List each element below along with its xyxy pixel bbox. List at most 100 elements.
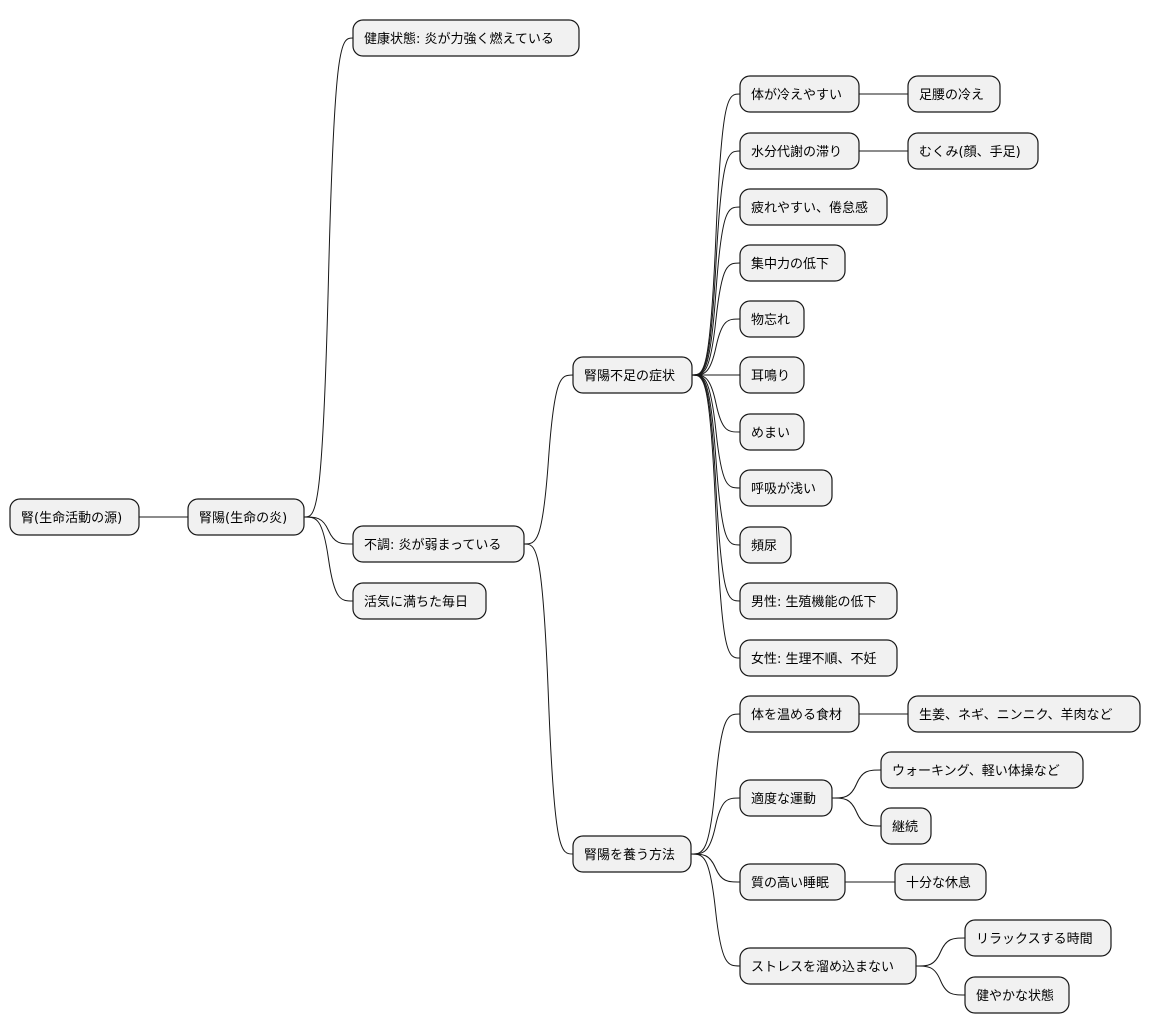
node-box	[9, 498, 140, 536]
node-rest: 十分な休息	[894, 863, 987, 901]
node-disorder: 不調: 炎が弱まっている	[352, 525, 525, 563]
node-box	[739, 695, 860, 733]
node-box	[907, 132, 1039, 170]
connector-line	[831, 769, 882, 799]
connector-layer	[139, 37, 966, 996]
node-lively-days: 活気に満ちた毎日	[352, 582, 487, 620]
node-methods: 腎陽を養う方法	[572, 835, 692, 873]
node-box	[352, 525, 525, 563]
node-label: 頻尿	[751, 539, 777, 554]
node-label: めまい	[751, 426, 790, 441]
node-box	[964, 976, 1070, 1014]
connector-line	[691, 206, 741, 376]
node-label: 集中力の低下	[751, 256, 829, 272]
node-label: 女性: 生理不順、不妊	[751, 651, 877, 667]
node-label: 腎陽(生命の炎)	[199, 510, 287, 526]
connector-line	[523, 374, 574, 545]
connector-line	[691, 93, 741, 376]
connector-line	[691, 318, 741, 376]
node-label: 物忘れ	[751, 313, 790, 328]
node-leg-cold: 足腰の冷え	[907, 75, 1001, 113]
node-label: 質の高い睡眠	[751, 875, 829, 891]
node-box	[187, 498, 305, 536]
connector-line	[691, 374, 741, 602]
node-box	[907, 695, 1141, 733]
node-box	[739, 244, 846, 282]
node-label: 適度な運動	[751, 791, 816, 807]
node-box	[352, 582, 487, 620]
node-label: ウォーキング、軽い体操など	[892, 763, 1060, 779]
node-method-stress: ストレスを溜め込まない	[739, 947, 917, 985]
node-label: リラックスする時間	[976, 932, 1093, 947]
node-box	[572, 356, 693, 394]
connector-line	[691, 150, 741, 376]
node-label: 水分代謝の滞り	[751, 145, 842, 160]
node-symptom-water: 水分代謝の滞り	[739, 132, 860, 170]
connector-line	[690, 853, 741, 967]
node-box	[739, 639, 898, 677]
node-symptom-focus: 集中力の低下	[739, 244, 846, 282]
node-symptom-female: 女性: 生理不順、不妊	[739, 639, 898, 677]
node-box	[739, 863, 846, 901]
node-box	[907, 75, 1001, 113]
node-symptom-breath: 呼吸が浅い	[739, 469, 833, 507]
node-label: 健やかな状態	[976, 988, 1054, 1004]
node-box	[739, 779, 833, 817]
connector-line	[303, 516, 354, 602]
node-box	[739, 75, 860, 113]
connector-line	[691, 262, 741, 376]
node-box	[739, 132, 860, 170]
node-label: 腎(生命活動の源)	[21, 510, 122, 526]
node-symptom-urination: 頻尿	[739, 526, 792, 564]
node-method-exercise: 適度な運動	[739, 779, 833, 817]
node-symptom-male: 男性: 生殖機能の低下	[739, 582, 898, 620]
node-warm-foods: 生姜、ネギ、ニンニク、羊肉など	[907, 695, 1141, 733]
node-healthy-state: 健康状態: 炎が力強く燃えている	[352, 19, 580, 57]
connector-line	[690, 853, 741, 883]
node-label: 足腰の冷え	[919, 88, 984, 103]
node-label: むくみ(顔、手足)	[919, 145, 1021, 160]
node-label: 疲れやすい、倦怠感	[751, 200, 868, 216]
node-label: 体を温める食材	[751, 707, 842, 723]
node-label: 呼吸が浅い	[751, 482, 816, 497]
connector-line	[691, 374, 741, 659]
node-label: 耳鳴り	[751, 369, 790, 384]
node-method-food: 体を温める食材	[739, 695, 860, 733]
node-symptom-dizzy: めまい	[739, 413, 805, 451]
node-symptoms: 腎陽不足の症状	[572, 356, 693, 394]
node-label: 生姜、ネギ、ニンニク、羊肉など	[919, 707, 1112, 723]
node-root: 腎(生命活動の源)	[9, 498, 140, 536]
node-box	[739, 469, 833, 507]
connector-line	[303, 516, 354, 545]
node-label: 活気に満ちた毎日	[364, 594, 468, 610]
node-symptom-cold: 体が冷えやすい	[739, 75, 860, 113]
node-label: 体が冷えやすい	[751, 88, 842, 103]
node-symptom-tinnitus: 耳鳴り	[739, 356, 805, 394]
node-box	[352, 19, 580, 57]
node-box	[739, 188, 888, 226]
node-method-sleep: 質の高い睡眠	[739, 863, 846, 901]
node-symptom-fatigue: 疲れやすい、倦怠感	[739, 188, 888, 226]
node-label: ストレスを溜め込まない	[751, 960, 894, 975]
node-relax-time: リラックスする時間	[964, 919, 1112, 957]
connector-line	[690, 797, 741, 855]
node-label: 男性: 生殖機能の低下	[751, 594, 877, 610]
node-box	[739, 582, 898, 620]
node-continue: 継続	[880, 807, 932, 845]
node-label: 腎陽不足の症状	[584, 369, 675, 384]
node-swelling: むくみ(顔、手足)	[907, 132, 1039, 170]
node-label: 健康状態: 炎が力強く燃えている	[364, 31, 554, 47]
node-jinyo: 腎陽(生命の炎)	[187, 498, 305, 536]
node-label: 十分な休息	[906, 875, 971, 891]
node-box	[880, 807, 932, 845]
node-box	[572, 835, 692, 873]
node-box	[880, 751, 1084, 789]
node-box	[739, 413, 805, 451]
node-box	[739, 947, 917, 985]
node-box	[739, 356, 805, 394]
connector-line	[303, 37, 354, 518]
node-walking: ウォーキング、軽い体操など	[880, 751, 1084, 789]
connector-line	[691, 374, 741, 433]
node-box	[739, 300, 805, 338]
